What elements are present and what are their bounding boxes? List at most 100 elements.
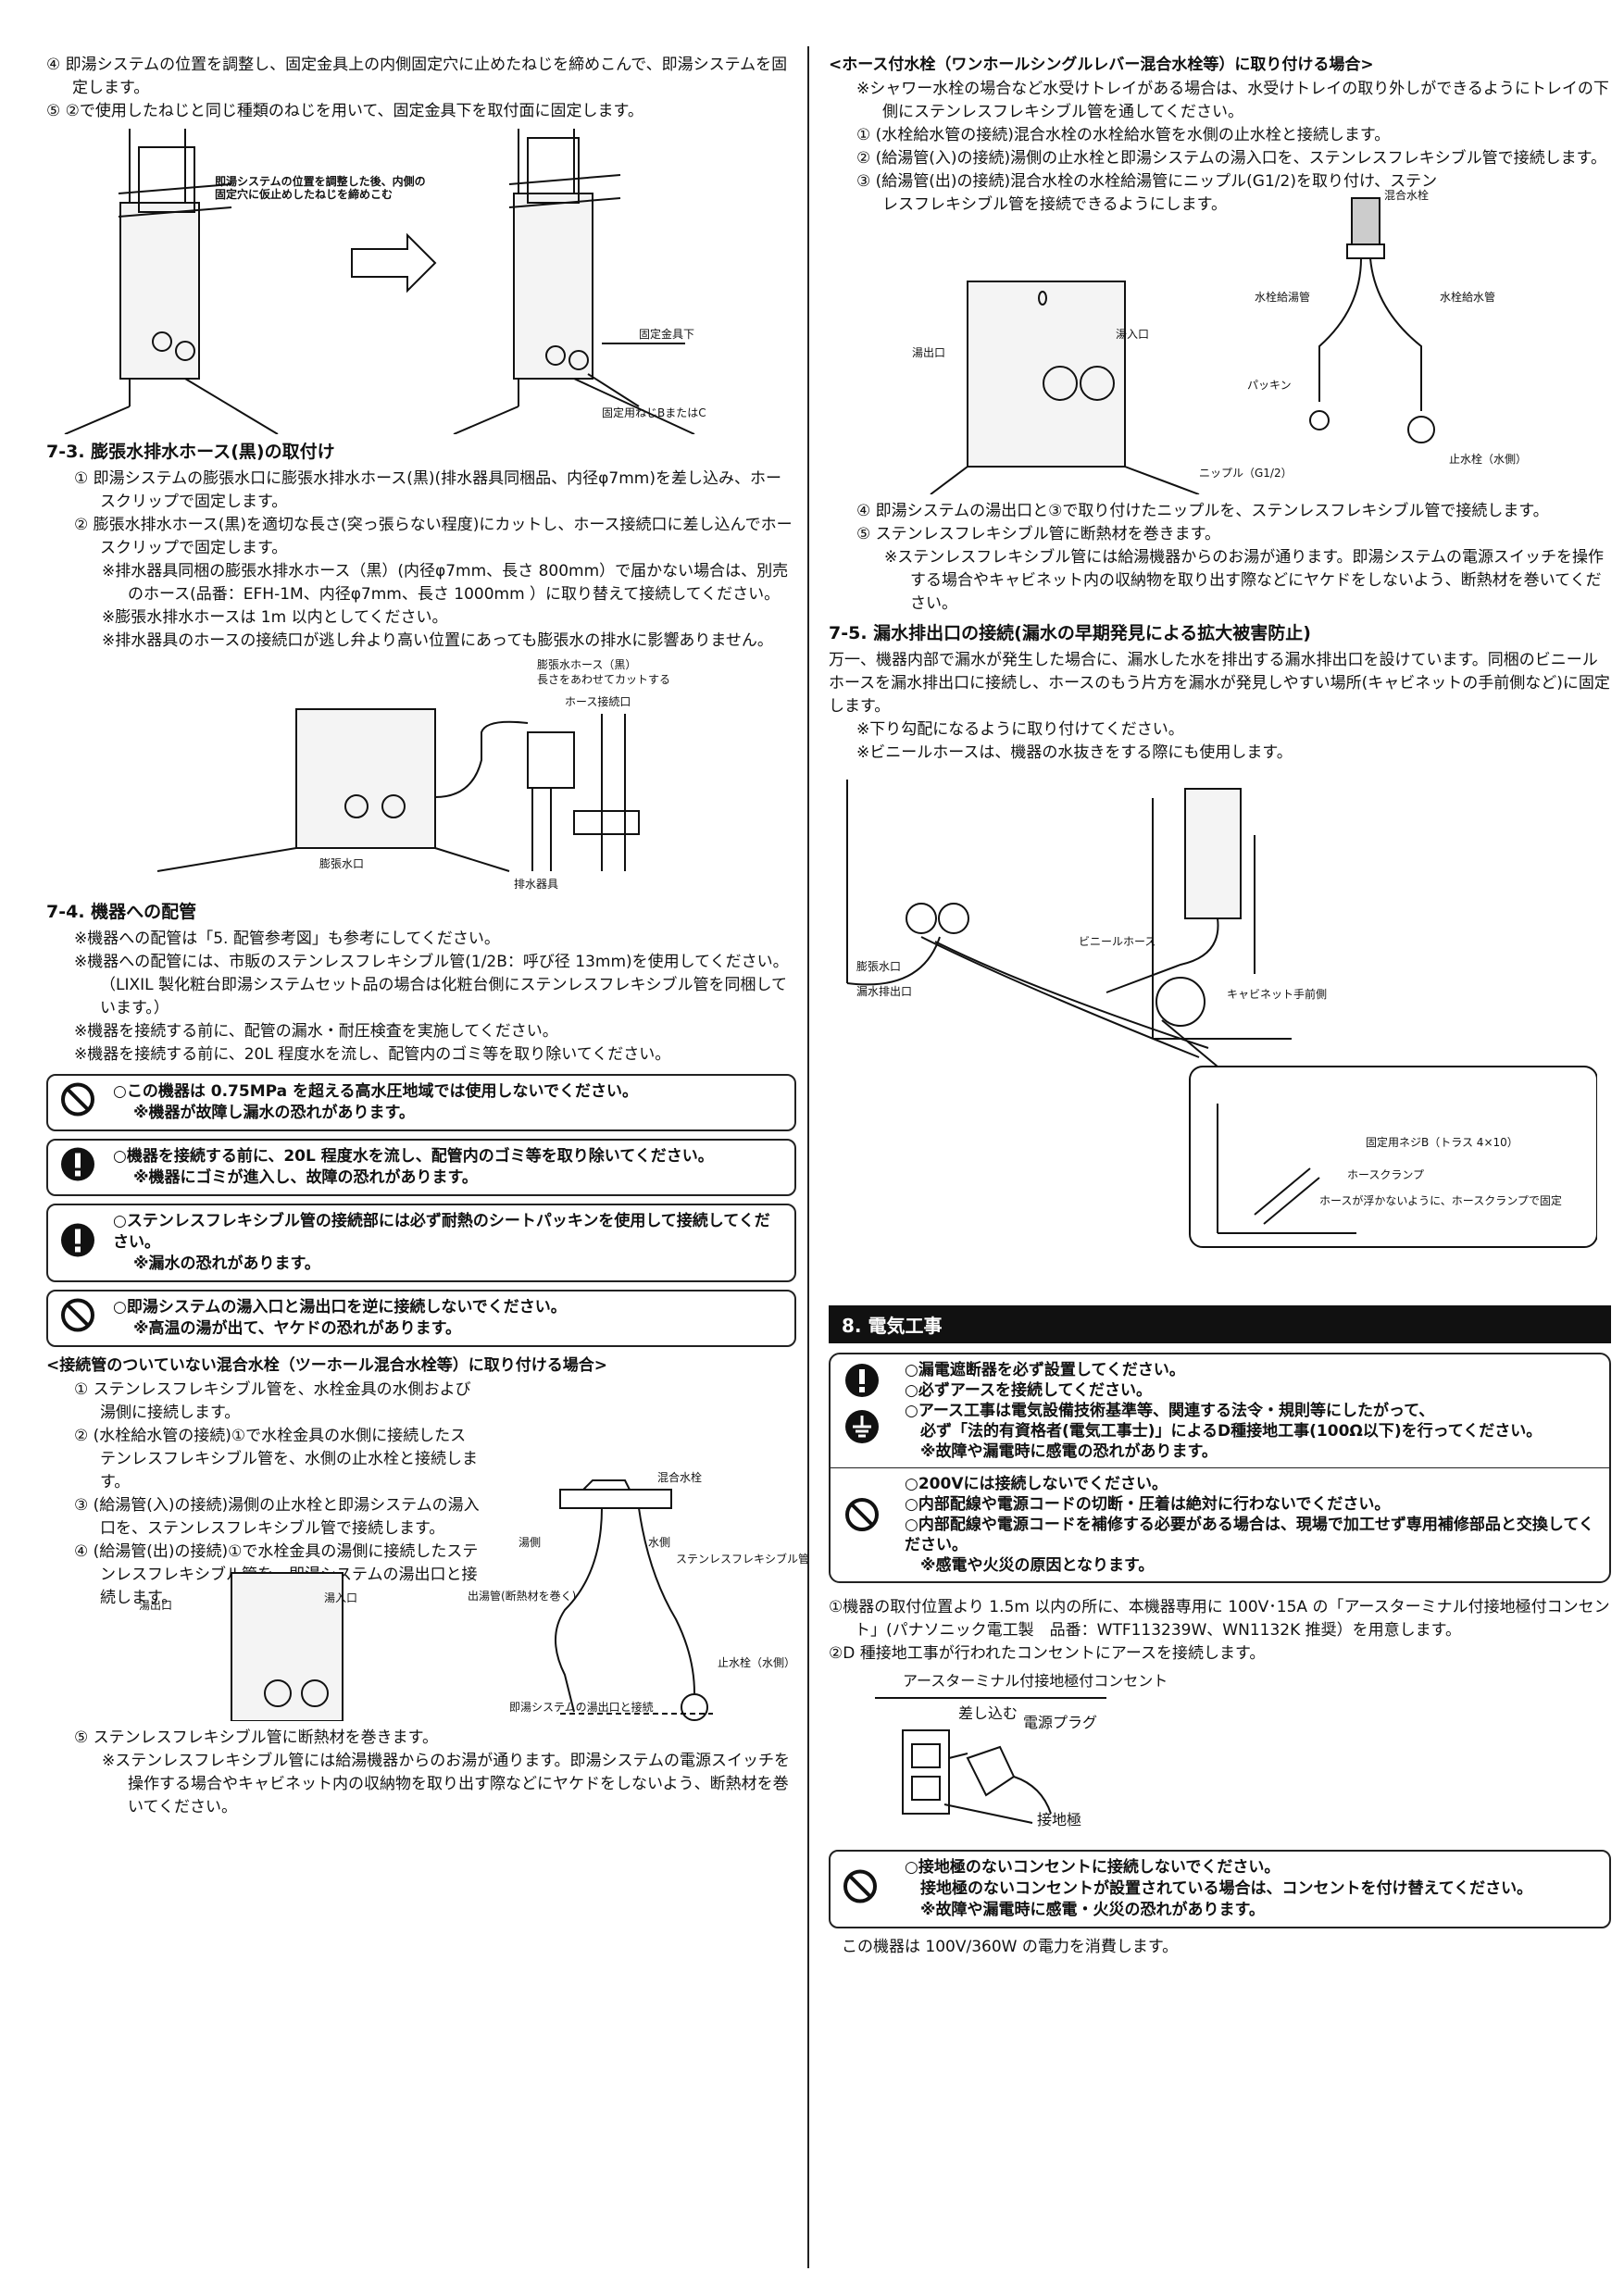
fig-earth-pole: 接地極 (1037, 1811, 1082, 1828)
twohole-title: <接続管のついていない混合水栓（ツーホール混合水栓等）に取り付ける場合> (46, 1356, 607, 1375)
mounting-drawing (64, 129, 695, 434)
electrical-line: 必ず「法的有資格者(電気工事士)」によるD種接地工事(100Ω以下)を行ってくだ… (905, 1422, 1543, 1441)
fig-power-plug: 電源プラグ (1023, 1714, 1098, 1731)
fig-flex-pipe: ステンレスフレキシブル管 (676, 1553, 810, 1566)
fig-hose-label: 膨張水ホース（黒） (537, 658, 637, 671)
outlet-drawing (875, 1697, 1106, 1824)
fig-insert: 差し込む (958, 1704, 1018, 1722)
electrical-line: ○漏電遮断器を必ず設置してください。 (905, 1361, 1185, 1379)
electrical-line: ○アース工事は電気設備技術基準等、関連する法令・規則等にしたがって、 (905, 1402, 1435, 1420)
hose-faucet-drawing (930, 197, 1435, 494)
fig-cold-pipe: 水栓給水管 (1440, 291, 1496, 304)
left-column: ④ 即湯システムの位置を調整し、固定金具上の内側固定穴に止めたねじを締めこんで、… (46, 54, 809, 1819)
warning-reason: ※機器が故障し漏水の恐れがあります。 (133, 1104, 415, 1122)
intro-step-5: ⑤ ②で使用したねじと同じ種類のねじを用いて、固定金具下を取付面に固定します。 (46, 102, 643, 120)
warning-no-earth-outlet: ○接地極のないコンセントに接続しないでください。 接地極のないコンセントが設置さ… (829, 1850, 1611, 1928)
electrical-line: ○内部配線や電源コードの切断・圧着は絶対に行わないでください。 (905, 1495, 1391, 1514)
s73-note-3: ※排水器具のホースの接続口が逃し弁より高い位置にあっても膨張水の排水に影響ありま… (102, 631, 773, 650)
drain-hose-drawing (156, 708, 640, 872)
s8-item-2: ②D 種接地工事が行われたコンセントにアースを接続します。 (829, 1644, 1266, 1663)
twohole-step-4: ④ (給湯管(出)の接続)①で水栓金具の湯側に接続したステンレスフレキシブル管を… (74, 1542, 479, 1607)
fig-hose-note: 長さをあわせてカットする (537, 673, 671, 686)
hose-faucet-figure: 混合水栓 水栓給湯管 水栓給水管 湯出口 湯入口 パッキン ニップル（G1/2）… (829, 189, 1597, 494)
fig-drain-fixture: 排水器具 (514, 878, 559, 891)
fig-inlet: 湯入口 (1116, 328, 1150, 341)
section-7-4-title: 7-4. 機器への配管 (46, 902, 197, 922)
s73-note-2: ※膨張水排水ホースは 1m 以内としてください。 (102, 608, 448, 627)
warning-text: ○即湯システムの湯入口と湯出口を逆に接続しないでください。 (113, 1298, 567, 1316)
s74-note-1: ※機器への配管は「5. 配管参考図」も参考にしてください。 (74, 930, 500, 948)
fig-hose-port: ホース接続口 (565, 695, 631, 708)
warning-text: ○この機器は 0.75MPa を超える高水圧地域では使用しないでください。 (113, 1082, 638, 1101)
s73-item-2: ② 膨張水排水ホース(黒)を適切な長さ(突っ張らない程度)にカットし、ホース接続… (74, 516, 793, 557)
fig-cold-side: 水側 (648, 1536, 671, 1549)
warning-high-pressure: ○この機器は 0.75MPa を超える高水圧地域では使用しないでください。 ※機… (46, 1074, 796, 1131)
warning-reason: ※漏水の恐れがあります。 (133, 1254, 320, 1273)
fig-fixing-screw: 固定用ネジB（トラス 4×10） (1366, 1136, 1518, 1149)
earth-icon (843, 1408, 881, 1451)
twohole-step-2: ② (水栓給水管の接続)①で水栓金具の水側に接続したステンレスフレキシブル管を、… (74, 1427, 478, 1491)
electrical-line: ○内部配線や電源コードを補修する必要がある場合は、現場で加工せず専用補修部品と交… (905, 1516, 1594, 1554)
twohole-step-5: ⑤ ステンレスフレキシブル管に断熱材を巻きます。 (74, 1728, 438, 1747)
fig-clamp-note: ホースが浮かないように、ホースクランプで固定 (1319, 1194, 1562, 1207)
caution-icon (59, 1146, 96, 1190)
caution-icon (843, 1362, 881, 1404)
fig-hot-side: 湯側 (518, 1536, 542, 1549)
warning-reason: ※機器にゴミが進入し、故障の恐れがあります。 (133, 1168, 478, 1187)
fig-stop-valve: 止水栓（水側） (718, 1656, 796, 1669)
hose-step-4: ④ 即湯システムの湯出口と③で取り付けたニップルを、ステンレスフレキシブル管で接… (856, 502, 1549, 520)
warning-flush-debris: ○機器を接続する前に、20L 程度水を流し、配管内のゴミ等を取り除いてください。… (46, 1139, 796, 1196)
twohole-drawing (231, 1479, 713, 1721)
fig1-screw: 固定用ねじBまたはC (602, 406, 706, 419)
s74-note-3: ※機器を接続する前に、配管の漏水・耐圧検査を実施してください。 (74, 1022, 558, 1041)
fig-expansion-port: 膨張水口 (319, 857, 365, 870)
fig-connect-note: 即湯システムの湯出口と接続 (509, 1701, 654, 1714)
warning-packing: ○ステンレスフレキシブル管の接続部には必ず耐熱のシートパッキンを使用して接続して… (46, 1204, 796, 1282)
prohibit-icon (59, 1081, 96, 1125)
electrical-mandatory: ○漏電遮断器を必ず設置してください。 ○必ずアースを接続してください。 ○アース… (831, 1354, 1609, 1467)
s74-note-4: ※機器を接続する前に、20L 程度水を流し、配管内のゴミ等を取り除いてください。 (74, 1045, 671, 1064)
prohibit-icon (842, 1867, 879, 1911)
fig-expansion-port: 膨張水口 (856, 960, 902, 973)
warning-reverse-connection: ○即湯システムの湯入口と湯出口を逆に接続しないでください。 ※高温の湯が出て、ヤ… (46, 1290, 796, 1347)
twohole-insulation-note: ※ステンレスフレキシブル管には給湯機器からのお湯が通ります。即湯システムの電源ス… (102, 1752, 791, 1816)
twohole-figure: 湯出口 湯入口 混合水栓 湯側 水側 ステンレスフレキシブル管 出湯管(断熱材を… (46, 1471, 809, 1721)
s73-note-1: ※排水器具同梱の膨張水排水ホース（黒）(内径φ7mm、長さ 800mm）で届かな… (102, 562, 789, 604)
s74-note-2: ※機器への配管には、市販のステンレスフレキシブル管(1/2B：呼び径 13mm)… (74, 953, 789, 1017)
hose-insulation-note: ※ステンレスフレキシブル管には給湯機器からのお湯が通ります。即湯システムの電源ス… (884, 548, 1605, 613)
electrical-line: ○200Vには接続しないでください。 (905, 1475, 1168, 1493)
warning-reason: ※高温の湯が出て、ヤケドの恐れがあります。 (133, 1319, 461, 1338)
hose-step-3: ③ (給湯管(出)の接続)混合水栓の水栓給湯管にニップル(G1/2)を取り付け、… (856, 172, 1438, 214)
fig-leak-outlet: 漏水排出口 (856, 985, 913, 998)
s75-note-1: ※下り勾配になるように取り付けてください。 (856, 720, 1184, 739)
hose-note: ※シャワー水栓の場合など水受けトレイがある場合は、水受けトレイの取り外しができる… (856, 80, 1609, 121)
section-7-5-title: 7-5. 漏水排出口の接続(漏水の早期発見による拡大被害防止) (829, 623, 1311, 643)
s8-item-1: ①機器の取付位置より 1.5m 以内の所に、本機器専用に 100V･15A の「… (829, 1598, 1610, 1640)
fig-stop-valve: 止水栓（水側） (1449, 453, 1528, 466)
s75-note-2: ※ビニールホースは、機器の水抜きをする際にも使用します。 (856, 743, 1293, 762)
prohibit-icon (843, 1496, 881, 1539)
s75-body: 万一、機器内部で漏水が発生した場合に、漏水した水を排出する漏水排出口を設けていま… (829, 651, 1610, 716)
fig-mixer: 混合水栓 (657, 1471, 703, 1484)
twohole-step-1: ① ステンレスフレキシブル管を、水栓金具の水側および湯側に接続します。 (74, 1380, 471, 1422)
fig1-note: 即湯システムの位置を調整した後、内側の固定穴に仮止めしたねじを締めこむ (215, 175, 426, 201)
fig-hose-clamp: ホースクランプ (1347, 1168, 1425, 1181)
hose-step-1: ① (水栓給水管の接続)混合水栓の水栓給水管を水側の止水栓と接続します。 (856, 126, 1391, 144)
electrical-warning-box: ○漏電遮断器を必ず設置してください。 ○必ずアースを接続してください。 ○アース… (829, 1353, 1611, 1583)
fig-out-pipe: 出湯管(断熱材を巻く) (468, 1590, 577, 1603)
electrical-line: ○必ずアースを接続してください。 (905, 1381, 1152, 1400)
leak-outlet-figure: ビニールホース 膨張水口 漏水排出口 キャビネット手前側 固定用ネジB（トラス … (829, 770, 1597, 1289)
section-7-3-title: 7-3. 膨張水排水ホース(黒)の取付け (46, 442, 335, 462)
twohole-steps: ① ステンレスフレキシブル管を、水栓金具の水側および湯側に接続します。 ② (水… (46, 1379, 481, 1610)
power-consumption: この機器は 100V/360W の電力を消費します。 (842, 1938, 1179, 1956)
fig-vinyl-hose: ビニールホース (1079, 935, 1156, 948)
hose-faucet-title: <ホース付水栓（ワンホールシングルレバー混合水栓等）に取り付ける場合> (829, 56, 1374, 74)
hose-step-2: ② (給湯管(入)の接続)湯側の止水栓と即湯システムの湯入口を、ステンレスフレキ… (856, 149, 1606, 168)
fig-outlet: 湯出口 (912, 346, 946, 359)
drain-hose-figure: 膨張水ホース（黒） 長さをあわせてカットする ホース接続口 膨張水口 排水器具 (46, 658, 787, 894)
fig-cabinet-front: キャビネット手前側 (1227, 988, 1328, 1001)
fig-packing: パッキン (1247, 379, 1292, 392)
fig1-bracket-bottom: 固定金具下 (639, 328, 695, 341)
caution-icon (59, 1221, 96, 1265)
prohibit-icon (59, 1297, 96, 1341)
